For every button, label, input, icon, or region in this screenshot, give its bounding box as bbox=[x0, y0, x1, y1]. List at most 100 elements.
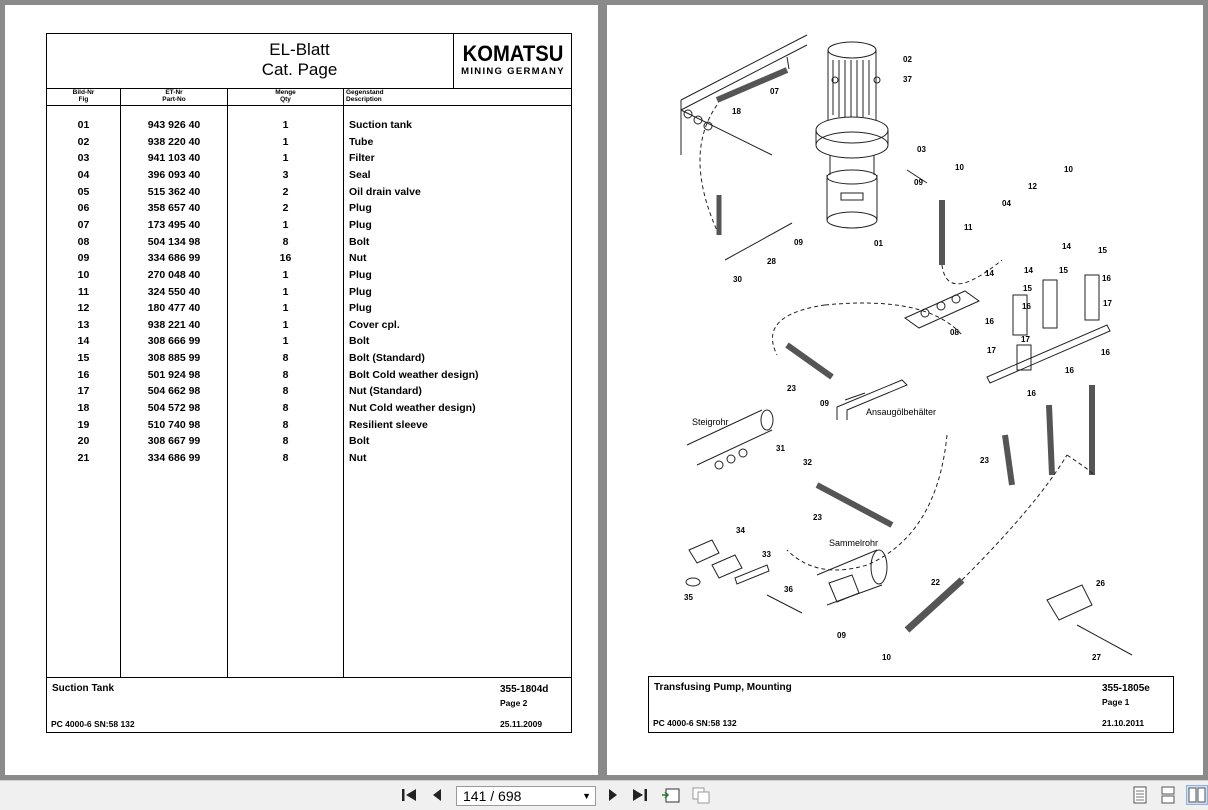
svg-text:16: 16 bbox=[985, 317, 994, 326]
svg-text:16: 16 bbox=[1065, 366, 1074, 375]
page-view-button[interactable] bbox=[660, 785, 682, 805]
first-page-button[interactable] bbox=[398, 785, 420, 805]
fig-cell: 09 bbox=[77, 252, 90, 265]
last-page-button[interactable] bbox=[628, 785, 652, 805]
svg-text:09: 09 bbox=[837, 631, 846, 640]
fig-cell: 07 bbox=[77, 218, 90, 231]
description-cell: Plug bbox=[349, 268, 372, 281]
footer-date: 21.10.2011 bbox=[1102, 718, 1145, 728]
footer-doc-no: 355-1805e bbox=[1102, 683, 1150, 694]
svg-text:37: 37 bbox=[903, 75, 912, 84]
footer-name: Transfusing Pump, Mounting bbox=[654, 682, 792, 693]
label-sammelrohr: Sammelrohr bbox=[829, 538, 878, 548]
svg-text:17: 17 bbox=[987, 346, 996, 355]
svg-text:15: 15 bbox=[1059, 266, 1068, 275]
svg-text:23: 23 bbox=[980, 456, 989, 465]
footer-page: Page 1 bbox=[1102, 697, 1130, 707]
svg-text:31: 31 bbox=[776, 444, 785, 453]
svg-text:35: 35 bbox=[684, 593, 693, 602]
svg-text:16: 16 bbox=[1022, 302, 1031, 311]
qty-cell: 8 bbox=[282, 435, 289, 448]
page-footer: Suction Tank 355-1804d Page 2 PC 4000-6 … bbox=[47, 677, 571, 733]
svg-text:16: 16 bbox=[1027, 389, 1036, 398]
page-title: EL-Blatt Cat. Page bbox=[197, 40, 402, 80]
description-cell: Filter bbox=[349, 152, 375, 165]
page-number-input[interactable]: 141 / 698 ▼ bbox=[456, 786, 596, 806]
qty-cell: 8 bbox=[282, 368, 289, 381]
chevron-down-icon[interactable]: ▼ bbox=[582, 791, 591, 801]
suction-tank-pump bbox=[815, 41, 889, 229]
continuous-page-icon bbox=[1161, 786, 1175, 804]
two-page-button[interactable] bbox=[1186, 785, 1208, 805]
svg-text:16: 16 bbox=[1102, 274, 1111, 283]
viewer-toolbar: 141 / 698 ▼ bbox=[0, 780, 1208, 810]
part-number-cell: 396 093 40 bbox=[147, 168, 201, 181]
svg-text:08: 08 bbox=[950, 328, 959, 337]
qty-cell: 1 bbox=[282, 135, 289, 148]
page-copy-button[interactable] bbox=[690, 785, 712, 805]
svg-text:26: 26 bbox=[1096, 579, 1105, 588]
part-number-cell: 510 740 98 bbox=[147, 418, 201, 431]
first-page-icon bbox=[402, 789, 416, 801]
part-number-cell: 358 657 40 bbox=[147, 202, 201, 215]
svg-text:09: 09 bbox=[794, 238, 803, 247]
fig-cell: 12 bbox=[77, 302, 90, 315]
svg-text:17: 17 bbox=[1021, 335, 1030, 344]
part-number-cell: 943 926 40 bbox=[147, 119, 201, 131]
next-page-button[interactable] bbox=[602, 785, 624, 805]
svg-text:17: 17 bbox=[1103, 299, 1112, 308]
part-number-cell: 180 477 40 bbox=[147, 302, 201, 315]
description-cell: Plug bbox=[349, 218, 372, 231]
col-header-desc: Gegenstand Description bbox=[346, 89, 384, 103]
title-line-1: EL-Blatt bbox=[269, 40, 330, 59]
svg-text:23: 23 bbox=[813, 513, 822, 522]
page-footer: Transfusing Pump, Mounting 355-1805e Pag… bbox=[648, 676, 1174, 733]
qty-cell: 1 bbox=[282, 119, 289, 131]
svg-text:30: 30 bbox=[733, 275, 742, 284]
qty-cell: 2 bbox=[282, 185, 289, 198]
svg-text:14: 14 bbox=[985, 269, 994, 278]
fig-cell: 18 bbox=[77, 402, 90, 415]
description-cell: Plug bbox=[349, 302, 372, 315]
continuous-page-button[interactable] bbox=[1158, 785, 1178, 805]
fig-cell: 20 bbox=[77, 435, 90, 448]
title-line-2: Cat. Page bbox=[261, 60, 338, 79]
fig-cell: 03 bbox=[77, 152, 90, 165]
prev-page-button[interactable] bbox=[426, 785, 448, 805]
svg-text:11: 11 bbox=[964, 223, 973, 232]
qty-cell: 1 bbox=[282, 268, 289, 281]
col-header-fig: Bild-Nr Fig bbox=[72, 89, 95, 103]
pipe-labels: Steigrohr Sammelrohr Ansaugölbehälter bbox=[692, 407, 936, 548]
svg-text:03: 03 bbox=[917, 145, 926, 154]
svg-text:16: 16 bbox=[1101, 348, 1110, 357]
description-cell: Bolt bbox=[349, 435, 370, 448]
svg-text:34: 34 bbox=[736, 526, 745, 535]
svg-text:18: 18 bbox=[732, 107, 741, 116]
part-number-cell: 504 572 98 bbox=[147, 402, 201, 415]
qty-cell: 3 bbox=[282, 168, 289, 181]
left-page: EL-Blatt Cat. Page KOMATSU MINING GERMAN… bbox=[5, 5, 598, 775]
svg-text:10: 10 bbox=[955, 163, 964, 172]
fig-cell: 05 bbox=[77, 185, 90, 198]
part-number-cell: 308 885 99 bbox=[147, 352, 201, 365]
plate-part bbox=[904, 290, 980, 329]
single-page-button[interactable] bbox=[1130, 785, 1150, 805]
collector-pipe bbox=[816, 549, 888, 606]
svg-text:15: 15 bbox=[1023, 284, 1032, 293]
description-cell: Oil drain valve bbox=[349, 185, 421, 198]
fig-cell: 04 bbox=[77, 168, 90, 181]
description-cell: Resilient sleeve bbox=[349, 418, 428, 431]
fig-cell: 08 bbox=[77, 235, 90, 248]
part-number-cell: 515 362 40 bbox=[147, 185, 201, 198]
page-view-icon bbox=[662, 788, 680, 803]
svg-text:23: 23 bbox=[787, 384, 796, 393]
